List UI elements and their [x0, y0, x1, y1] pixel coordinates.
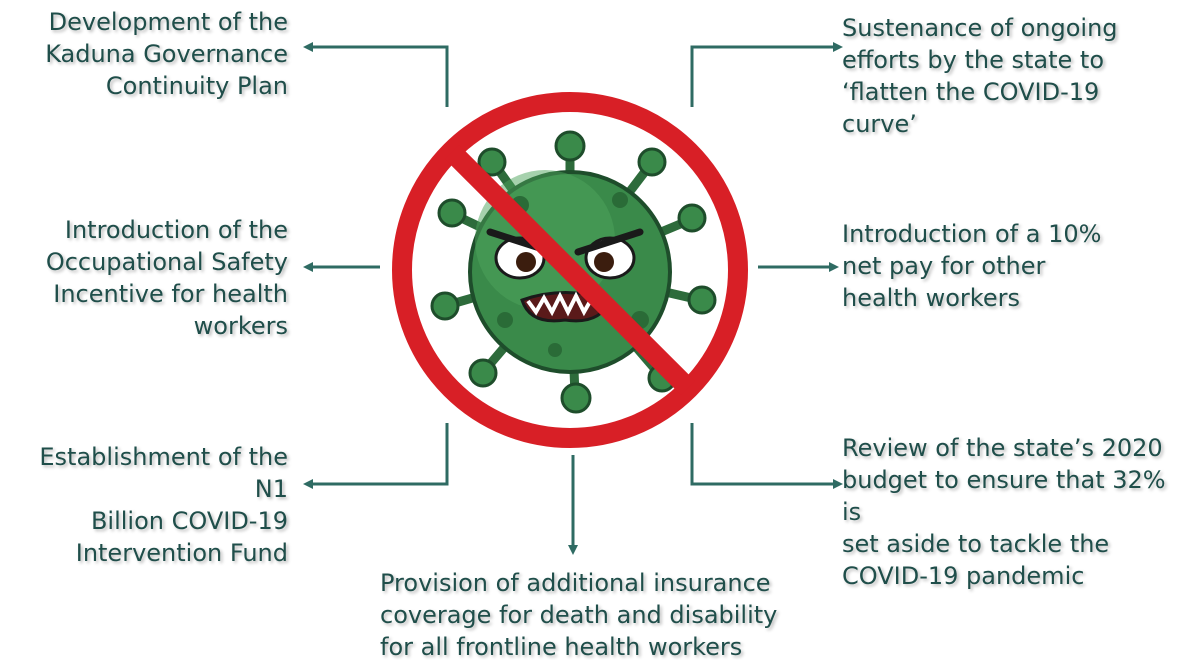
prohibition-slash — [444, 144, 696, 396]
arrow-bottom-left — [303, 423, 449, 489]
item-kaduna-continuity-plan: Development of the Kaduna Governance Con… — [45, 8, 288, 100]
item-net-pay: Introduction of a 10% net pay for other … — [842, 220, 1102, 312]
item-budget-review: Review of the state’s 2020 budget to ens… — [842, 434, 1166, 590]
item-covid-intervention-fund: Establishment of the N1 Billion COVID-19… — [39, 443, 288, 567]
no-coronavirus-icon — [392, 92, 748, 448]
arrow-top-right — [690, 42, 843, 107]
virus-eyes — [486, 228, 644, 280]
item-flatten-the-curve: Sustenance of ongoing efforts by the sta… — [842, 14, 1118, 138]
item-insurance-coverage: Provision of additional insurance covera… — [380, 569, 778, 660]
prohibition-ring — [392, 92, 748, 448]
arrow-top-left — [303, 42, 449, 107]
item-occupational-safety-incentive: Introduction of the Occupational Safety … — [45, 216, 288, 340]
arrow-bottom-right — [690, 423, 843, 489]
